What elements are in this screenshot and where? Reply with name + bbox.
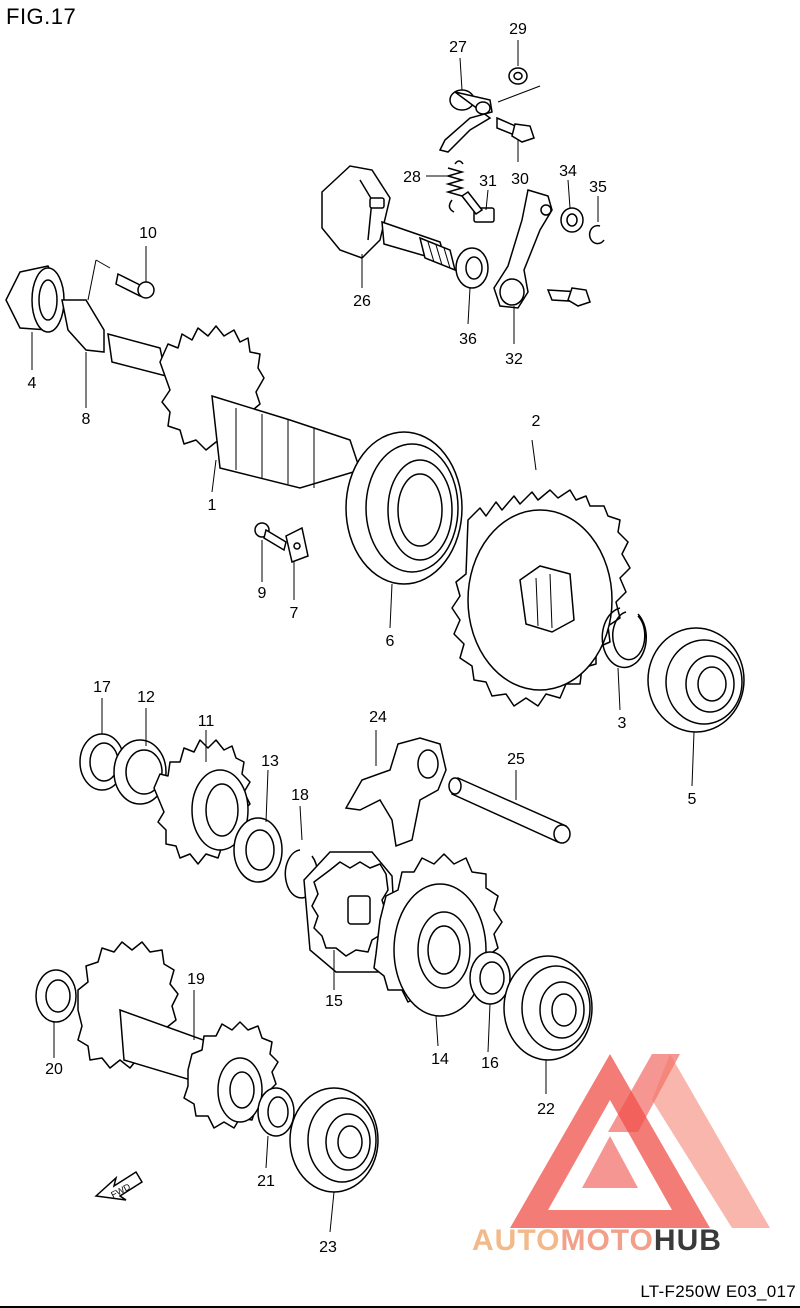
callout-20: 20 (45, 1061, 63, 1078)
washer-part-17 (79, 733, 125, 791)
bolt-part-30 (496, 116, 535, 143)
spring-part-28 (445, 160, 465, 213)
callout-12: 12 (137, 689, 155, 706)
driven-gear-part-2 (451, 489, 631, 707)
retainer-plate-part-7 (285, 526, 309, 564)
gear-shaft-part-19 (77, 941, 279, 1129)
bearing-part-5 (647, 627, 745, 733)
circlip-part-35 (588, 224, 605, 245)
callout-24: 24 (369, 709, 387, 726)
gear-part-11 (153, 739, 251, 865)
circlip-part-3 (601, 607, 648, 669)
gear-part-14 (373, 853, 503, 1017)
callout-18: 18 (291, 787, 309, 804)
bushing-part-12 (113, 739, 167, 805)
shaft-retainer-part-8 (61, 259, 111, 353)
shift-fork-part-24 (344, 737, 447, 848)
washer-part-16 (469, 951, 511, 1005)
watermark-moto: MOTO (560, 1224, 654, 1257)
callout-14: 14 (431, 1051, 449, 1068)
callout-26: 26 (353, 293, 371, 310)
callout-34: 34 (559, 163, 577, 180)
bearing-part-22 (503, 955, 593, 1061)
shift-cam-stopper-part-27 (438, 85, 541, 153)
figure-title: FIG.17 (6, 4, 77, 29)
callout-21: 21 (257, 1173, 275, 1190)
callout-13: 13 (261, 753, 279, 770)
callout-29: 29 (509, 21, 527, 38)
callout-2: 2 (532, 413, 541, 430)
callout-15: 15 (325, 993, 343, 1010)
watermark-text: AUTOMOTOHUB (472, 1224, 722, 1258)
watermark-hub: HUB (653, 1224, 722, 1257)
screw-part-10 (115, 272, 155, 299)
callout-8: 8 (82, 411, 91, 428)
automotohub-logo-watermark (510, 1054, 770, 1228)
bearing-part-23 (289, 1087, 379, 1193)
washer-part-21 (257, 1087, 295, 1137)
watermark-auto: AUTO (472, 1224, 561, 1257)
callout-3: 3 (618, 715, 627, 732)
callout-25: 25 (507, 751, 525, 768)
callout-10: 10 (139, 225, 157, 242)
washer-part-34 (560, 207, 584, 233)
callout-19: 19 (187, 971, 205, 988)
shift-fork-shaft-part-25 (448, 776, 571, 844)
callout-9: 9 (258, 585, 267, 602)
callout-22: 22 (537, 1101, 555, 1118)
callout-23: 23 (319, 1239, 337, 1256)
oil-seal-part-36 (455, 247, 489, 289)
callout-31: 31 (479, 173, 497, 190)
bolt-part-31 (460, 190, 495, 223)
countershaft-part-1 (107, 325, 361, 489)
callout-6: 6 (386, 633, 395, 650)
callout-16: 16 (481, 1055, 499, 1072)
sliding-gear-part-15 (303, 851, 397, 973)
bolt-part-9 (254, 522, 287, 552)
callout-32: 32 (505, 351, 523, 368)
washer-part-29 (508, 67, 528, 85)
callout-27: 27 (449, 39, 467, 56)
callout-11: 11 (198, 713, 215, 730)
callout-30: 30 (511, 171, 529, 188)
callout-7: 7 (290, 605, 299, 622)
callout-28: 28 (403, 169, 421, 186)
gearshift-arm-part-32 (493, 189, 591, 309)
bearing-part-6 (345, 431, 463, 585)
callout-35: 35 (589, 179, 607, 196)
callout-36: 36 (459, 331, 477, 348)
callout-1: 1 (208, 497, 217, 514)
callout-17: 17 (93, 679, 111, 696)
leader-lines (31, 40, 695, 1233)
washer-part-13 (233, 817, 283, 883)
callout-5: 5 (688, 791, 697, 808)
bearing-part-4 (5, 265, 65, 333)
fwd-arrow-icon: FWD (94, 1170, 144, 1201)
washer-part-20 (35, 969, 77, 1023)
shift-shaft-part-26 (321, 165, 457, 272)
figure-code: LT-F250W E03_017 (640, 1282, 796, 1301)
bottom-rule (0, 1306, 800, 1308)
callout-4: 4 (28, 375, 37, 392)
